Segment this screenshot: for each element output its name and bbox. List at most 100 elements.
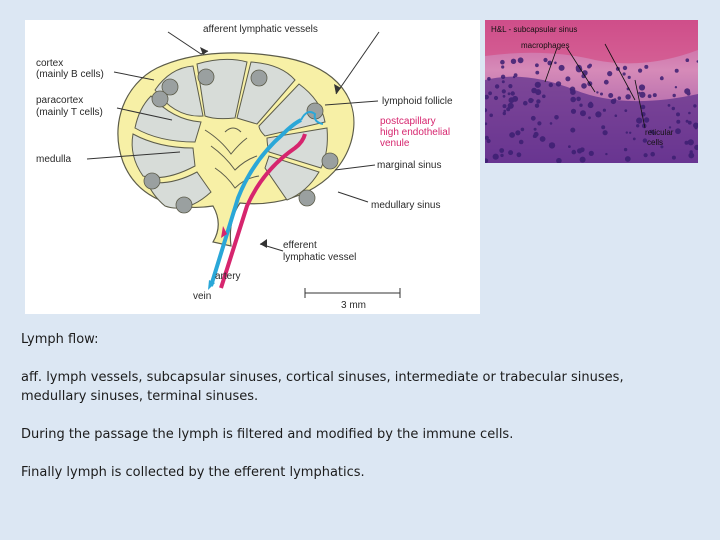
cell-nucleus (671, 155, 676, 160)
cell-nucleus (517, 57, 524, 64)
histology-micrograph: H&L - subcapsular sinus macrophages reti… (485, 20, 698, 163)
cell-nucleus (693, 104, 697, 108)
cell-nucleus (512, 95, 519, 102)
label-high-endothelial: high endothelial (380, 127, 450, 138)
label-vein: vein (193, 291, 211, 302)
cell-nucleus (485, 122, 488, 126)
cell-nucleus (687, 139, 694, 146)
text-paragraph-filtering: During the passage the lymph is filtered… (21, 427, 514, 442)
cell-nucleus (534, 81, 541, 88)
cell-nucleus (570, 96, 576, 103)
cell-nucleus (638, 84, 646, 91)
cell-nucleus (568, 145, 571, 148)
cell-nucleus (549, 122, 553, 125)
cell-nucleus (636, 124, 640, 128)
cell-nucleus (625, 131, 628, 134)
cell-nucleus (607, 71, 613, 77)
label-leader-lines (86, 31, 401, 298)
cell-nucleus (624, 156, 631, 162)
cell-nucleus (687, 120, 692, 125)
label-afferent: afferent lymphatic vessels (203, 24, 318, 35)
lymph-flow-text: Lymph flow: aff. lymph vessels, subcapsu… (21, 330, 661, 501)
cell-nucleus (624, 109, 628, 112)
cell-nucleus (602, 130, 608, 136)
cell-nucleus (642, 138, 648, 143)
afferent-arrows (200, 47, 341, 248)
cell-nucleus (600, 92, 603, 96)
vein-vessel (209, 118, 302, 287)
cell-nucleus (501, 65, 505, 69)
label-venule: venule (380, 138, 410, 149)
cell-nucleus (502, 104, 507, 109)
cell-nucleus (577, 148, 583, 154)
cell-nucleus (576, 96, 581, 102)
cell-nucleus (500, 74, 506, 79)
label-scale: 3 mm (341, 300, 366, 311)
cell-nucleus (537, 121, 542, 126)
cell-nucleus (501, 89, 506, 94)
cell-nucleus (488, 91, 492, 96)
cell-nucleus (565, 76, 571, 82)
label-postcapillary: postcapillary (380, 116, 436, 127)
vein-arrow (208, 280, 215, 290)
cell-nucleus (676, 119, 681, 124)
cell-nucleus (508, 84, 513, 89)
text-line: aff. lymph vessels, subcapsular sinuses,… (21, 370, 624, 385)
label-medulla: medulla (36, 154, 71, 165)
label-cortex: cortex (36, 58, 63, 69)
cell-nucleus (587, 64, 591, 69)
cell-nucleus (617, 96, 622, 100)
cell-nucleus (502, 111, 506, 116)
cell-nucleus (638, 91, 641, 95)
cell-nucleus (588, 150, 594, 156)
cell-nucleus (507, 92, 511, 96)
artery-vessel (219, 133, 307, 289)
text-paragraph-efferent: Finally lymph is collected by the effere… (21, 465, 365, 480)
cell-nucleus (535, 63, 539, 68)
cell-nucleus (489, 113, 493, 118)
cell-nucleus (601, 125, 606, 130)
cell-nucleus (508, 150, 514, 156)
text-heading: Lymph flow: (21, 332, 99, 347)
label-lymphoid-follicle: lymphoid follicle (382, 96, 453, 107)
cell-nucleus (499, 148, 505, 153)
cell-nucleus (674, 86, 678, 89)
cell-nucleus (667, 104, 671, 107)
cell-nucleus (570, 108, 577, 114)
cell-nucleus (536, 99, 541, 104)
cell-nucleus (485, 108, 488, 113)
cell-nucleus (602, 108, 606, 112)
cell-nucleus (580, 110, 586, 117)
lymphoid-follicles (143, 68, 339, 214)
cell-nucleus (603, 79, 609, 85)
cell-nucleus (623, 147, 628, 152)
cell-nucleus (672, 93, 676, 98)
cell-nucleus (579, 156, 586, 163)
label-efferent-vessel: lymphatic vessel (283, 252, 356, 263)
cell-nucleus (535, 70, 540, 75)
cell-nucleus (531, 89, 536, 94)
cell-nucleus (485, 94, 489, 100)
cell-nucleus (596, 91, 599, 94)
cell-nucleus (660, 145, 664, 149)
cell-nucleus (588, 103, 594, 108)
cell-nucleus (643, 153, 648, 158)
artery-arrow (221, 226, 227, 238)
cell-nucleus (513, 73, 518, 78)
cell-nucleus (627, 75, 631, 79)
cell-nucleus (516, 152, 522, 158)
capsule-tissue (485, 20, 698, 64)
label-artery: artery (215, 271, 241, 282)
cell-nucleus (509, 132, 515, 138)
cell-nucleus (684, 140, 689, 145)
cell-nucleus (581, 73, 586, 79)
cell-nucleus (605, 152, 608, 156)
cell-nucleus (684, 88, 691, 95)
cell-nucleus (493, 95, 499, 101)
label-reticular: reticular (645, 128, 674, 137)
cell-nucleus (647, 94, 652, 99)
cell-nucleus (570, 127, 576, 133)
cell-nucleus (515, 130, 521, 136)
cell-nucleus (554, 61, 557, 65)
lymph-node-diagram: afferent lymphatic vessels cortex (mainl… (25, 20, 480, 314)
